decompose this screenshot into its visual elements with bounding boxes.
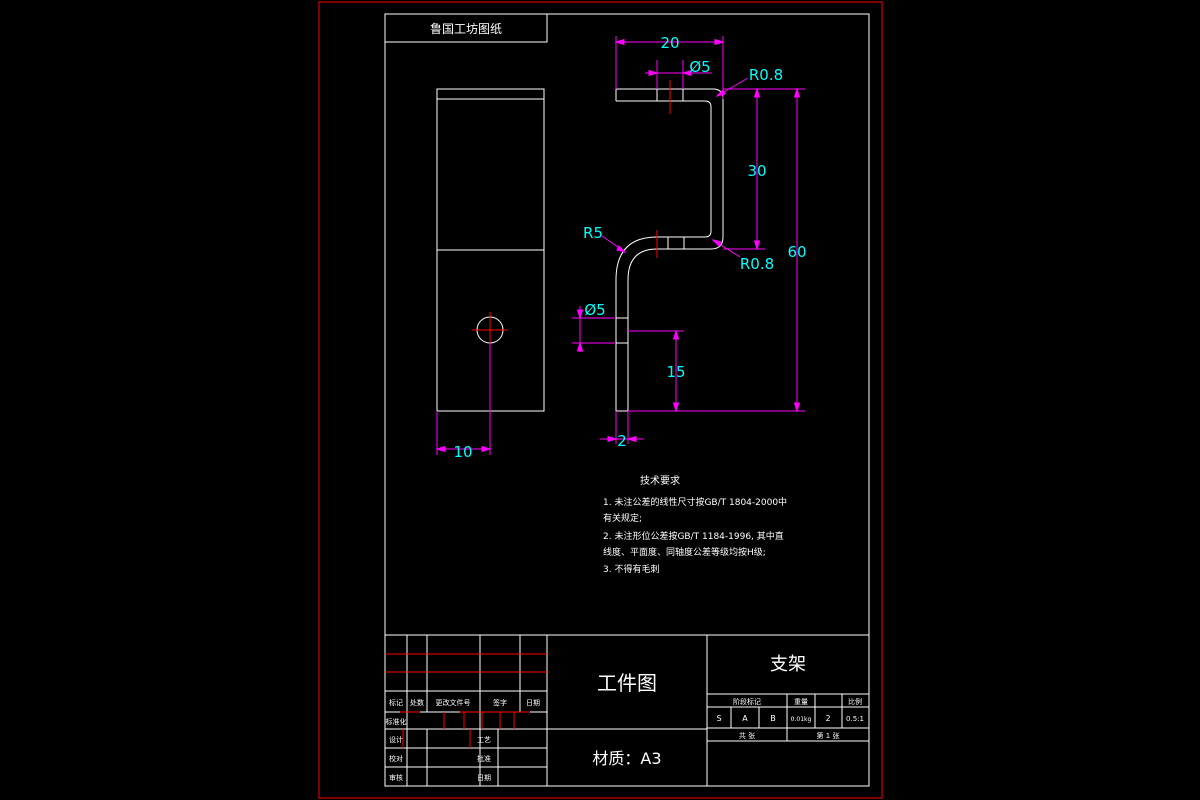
dim-vertical-30 (723, 87, 805, 251)
dim-hole-offset (435, 343, 492, 455)
rev-header-doc: 更改文件号 (436, 698, 471, 707)
scale-header: 比例 (848, 697, 862, 706)
tech-req-line-3: 2. 未注形位公差按GB/T 1184-1996, 其中直 (603, 530, 784, 542)
header-title: 鲁国工坊图纸 (430, 21, 502, 36)
dim-radius-mid (711, 239, 741, 258)
row-date: 日期 (477, 774, 491, 782)
left-center-lines (472, 312, 508, 348)
rev-header-count: 处数 (410, 698, 424, 707)
stage-mark-b: B (770, 714, 776, 723)
header-box: 鲁国工坊图纸 (384, 13, 548, 43)
dim-15-label: 15 (666, 363, 685, 381)
row-check: 校对 (389, 754, 403, 763)
tech-req-line-5: 3. 不得有毛刺 (603, 563, 659, 575)
rev-header-sign: 签字 (493, 698, 507, 707)
dim-total-60 (628, 87, 805, 413)
row-approve: 批准 (477, 754, 491, 763)
material-label: 材质：A3 (592, 749, 661, 768)
stage-header: 阶段标记 (733, 697, 761, 706)
row-craft: 工艺 (477, 736, 491, 744)
drawing-name: 工件图 (597, 671, 657, 695)
rev-header-date: 日期 (526, 699, 540, 707)
side-center-lines (656, 80, 671, 258)
drawing-frame (384, 13, 870, 787)
dim-thickness (600, 411, 644, 444)
dim-hole-top-label: Ø5 (689, 58, 710, 76)
tech-req-line-2: 有关规定; (603, 512, 642, 524)
part-name: 支架 (770, 654, 806, 675)
revision-red-lines (385, 653, 547, 748)
dim-radius-bend (601, 235, 627, 253)
dim-radius-bend-label: R5 (583, 224, 603, 242)
dim-radius-top-label: R0.8 (749, 66, 783, 84)
dim-60-label: 60 (787, 243, 806, 261)
technical-requirements: 技术要求 1. 未注公差的线性尺寸按GB/T 1804-2000中 有关规定; … (603, 474, 787, 575)
stage-mark-a: A (742, 714, 748, 723)
weight-value: 0.01kg (791, 716, 812, 723)
tech-req-line-1: 1. 未注公差的线性尺寸按GB/T 1804-2000中 (603, 496, 787, 508)
weight-header: 重量 (794, 698, 808, 706)
tech-req-line-4: 线度、平面度、同轴度公差等级均按H级; (603, 546, 766, 558)
row-audit: 审核 (389, 773, 403, 782)
scale-value: 2 (825, 714, 830, 723)
dim-height-15 (628, 329, 684, 413)
dim-2-label: 2 (617, 432, 627, 450)
row-standard: 标准化 (386, 717, 407, 726)
sheets-total: 共 张 (739, 731, 755, 740)
dim-hole-lower (572, 306, 616, 352)
dim-20-label: 20 (660, 34, 679, 52)
dim-radius-mid-label: R0.8 (740, 255, 774, 273)
dim-radius-top (715, 77, 749, 97)
rev-header-mark: 标记 (389, 698, 403, 707)
sheet-number: 第 1 张 (817, 731, 840, 740)
dim-hole-lower-label: Ø5 (584, 301, 605, 319)
dim-10-label: 10 (453, 443, 472, 461)
scale-ratio: 0.5:1 (846, 715, 864, 723)
dim-30-label: 30 (747, 162, 766, 180)
sheet-border (318, 1, 883, 799)
stage-mark-s: S (716, 714, 721, 723)
dim-hole-top (645, 60, 712, 89)
row-design: 设计 (389, 735, 403, 744)
tech-req-title: 技术要求 (640, 474, 680, 487)
